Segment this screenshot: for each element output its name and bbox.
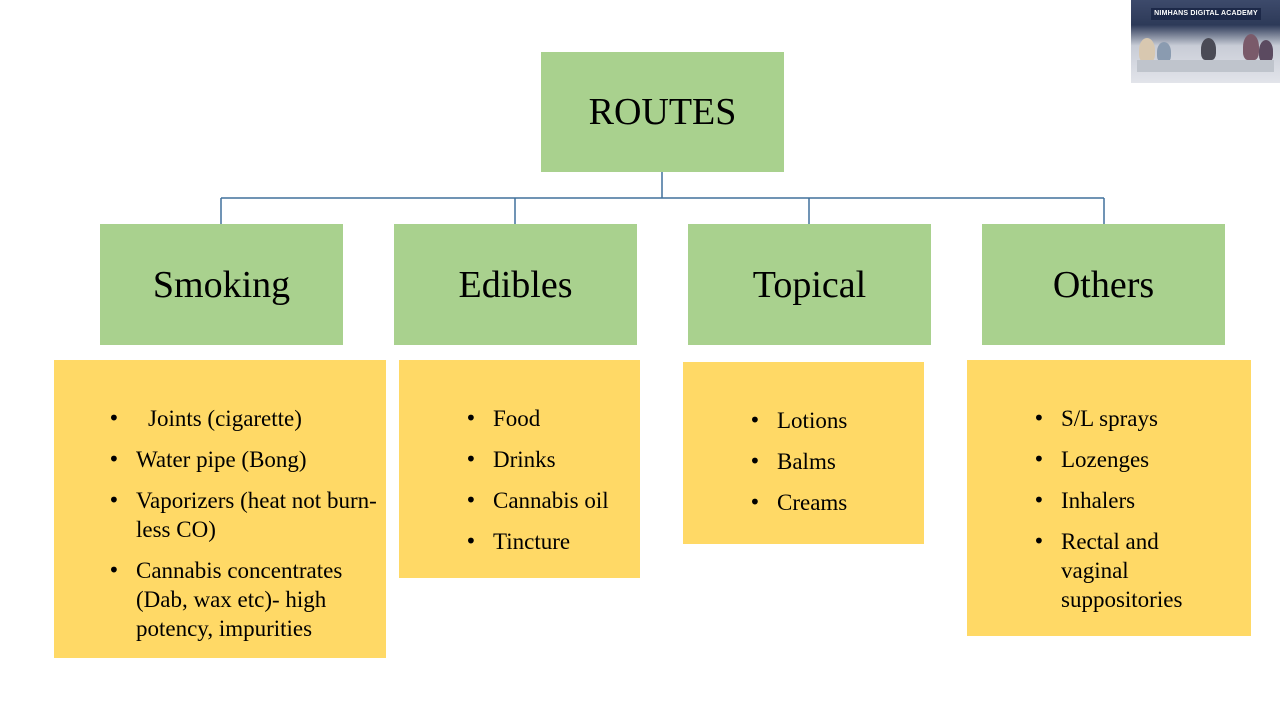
items-box-edibles: Food Drinks Cannabis oil Tincture xyxy=(399,360,640,578)
list-item: Vaporizers (heat not burn-less CO) xyxy=(108,486,378,544)
category-label: Topical xyxy=(752,263,867,306)
category-label: Edibles xyxy=(458,263,573,306)
list-item: Cannabis concentrates (Dab, wax etc)- hi… xyxy=(108,556,378,643)
list-item: Lozenges xyxy=(1033,445,1243,474)
list-item: Joints (cigarette) xyxy=(108,404,378,433)
items-list-edibles: Food Drinks Cannabis oil Tincture xyxy=(465,404,634,556)
participant-avatar xyxy=(1201,38,1216,60)
list-item: S/L sprays xyxy=(1033,404,1243,433)
list-item: Cannabis oil xyxy=(465,486,634,515)
participant-avatar xyxy=(1243,34,1259,60)
category-box-topical: Topical xyxy=(688,224,931,345)
items-list-topical: Lotions Balms Creams xyxy=(749,406,918,517)
items-box-others: S/L sprays Lozenges Inhalers Rectal and … xyxy=(967,360,1251,636)
participant-avatar xyxy=(1139,38,1155,62)
root-box: ROUTES xyxy=(541,52,784,172)
category-label: Smoking xyxy=(152,263,291,306)
participant-avatar xyxy=(1259,40,1273,62)
list-item: Creams xyxy=(749,488,918,517)
items-box-topical: Lotions Balms Creams xyxy=(683,362,924,544)
list-item: Tincture xyxy=(465,527,634,556)
category-box-edibles: Edibles xyxy=(394,224,637,345)
conference-table xyxy=(1137,60,1274,72)
list-item: Water pipe (Bong) xyxy=(108,445,378,474)
category-label: Others xyxy=(1052,263,1155,306)
participant-avatar xyxy=(1157,42,1171,62)
list-item: Inhalers xyxy=(1033,486,1243,515)
list-item: Balms xyxy=(749,447,918,476)
root-label: ROUTES xyxy=(588,91,737,133)
video-banner: NIMHANS DIGITAL ACADEMY xyxy=(1151,8,1261,20)
category-box-others: Others xyxy=(982,224,1225,345)
list-item: Drinks xyxy=(465,445,634,474)
list-item: Lotions xyxy=(749,406,918,435)
list-item: Food xyxy=(465,404,634,433)
items-box-smoking: Joints (cigarette) Water pipe (Bong) Vap… xyxy=(54,360,386,658)
items-list-others: S/L sprays Lozenges Inhalers Rectal and … xyxy=(1033,404,1243,614)
list-item: Rectal and vaginal suppositories xyxy=(1033,527,1211,614)
category-box-smoking: Smoking xyxy=(100,224,343,345)
items-list-smoking: Joints (cigarette) Water pipe (Bong) Vap… xyxy=(108,404,378,643)
video-thumbnail[interactable]: NIMHANS DIGITAL ACADEMY xyxy=(1131,0,1280,83)
